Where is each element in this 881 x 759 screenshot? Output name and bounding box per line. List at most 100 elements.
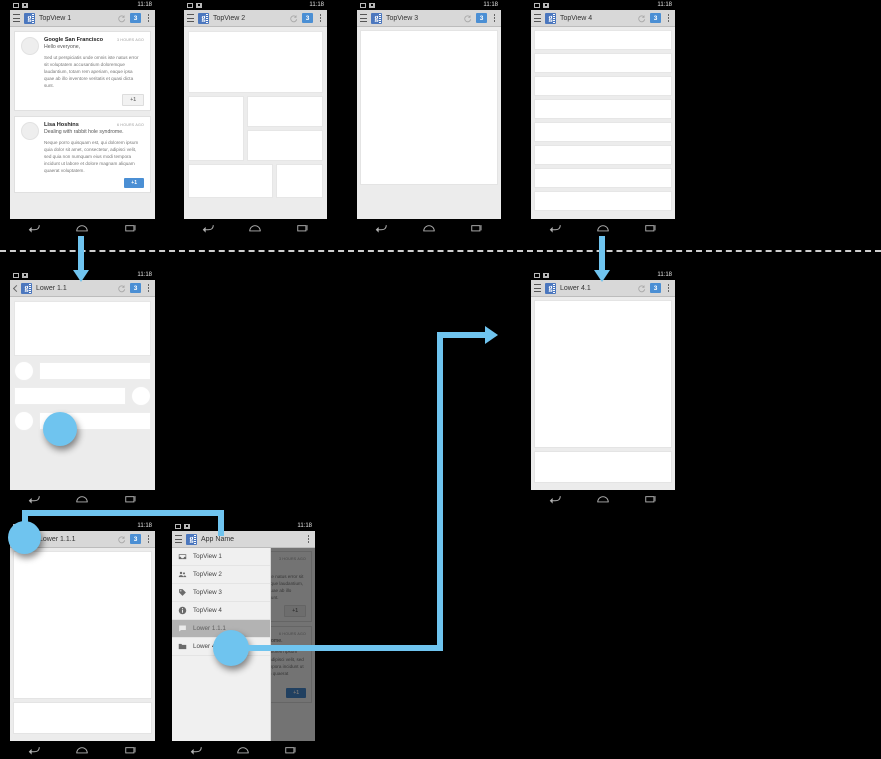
- grid-tile[interactable]: [188, 164, 273, 198]
- screenshot-icon: [196, 2, 202, 8]
- list-row[interactable]: [534, 76, 672, 96]
- list-item[interactable]: [14, 361, 151, 381]
- home-icon[interactable]: [75, 494, 89, 504]
- back-icon[interactable]: [201, 223, 215, 233]
- list-row[interactable]: [534, 122, 672, 142]
- overflow-menu-icon[interactable]: [665, 283, 672, 294]
- back-icon[interactable]: [548, 223, 562, 233]
- screen-topview2: [184, 27, 327, 219]
- content-sheet[interactable]: [360, 30, 498, 185]
- hamburger-icon[interactable]: [534, 14, 541, 22]
- overflow-menu-icon[interactable]: [145, 13, 152, 24]
- list-row[interactable]: [534, 30, 672, 50]
- hamburger-icon[interactable]: [13, 14, 20, 22]
- list-row[interactable]: [534, 99, 672, 119]
- plus-one-button[interactable]: +1: [122, 93, 144, 106]
- list-item-content: [14, 387, 126, 405]
- refresh-icon[interactable]: [117, 535, 126, 544]
- home-icon[interactable]: [236, 745, 250, 755]
- overflow-menu-icon[interactable]: [305, 534, 312, 545]
- recents-icon[interactable]: [124, 494, 138, 504]
- refresh-icon[interactable]: [289, 14, 298, 23]
- drawer-item-topview1[interactable]: TopView 1: [172, 548, 270, 566]
- sd-card-icon: [534, 2, 540, 8]
- hamburger-icon[interactable]: [175, 535, 182, 543]
- count-badge[interactable]: 3: [302, 13, 313, 23]
- recents-icon[interactable]: [296, 223, 310, 233]
- status-bar: 11:18: [184, 0, 327, 10]
- recents-icon[interactable]: [644, 494, 658, 504]
- footer-sheet[interactable]: [13, 702, 152, 734]
- list-row[interactable]: [534, 145, 672, 165]
- home-icon[interactable]: [596, 223, 610, 233]
- hamburger-icon[interactable]: [187, 14, 194, 22]
- back-icon[interactable]: [374, 223, 388, 233]
- count-badge[interactable]: 3: [130, 534, 141, 544]
- grid-tile[interactable]: [247, 96, 323, 127]
- refresh-icon[interactable]: [637, 14, 646, 23]
- tap-indicator: [43, 412, 77, 446]
- back-icon[interactable]: [548, 494, 562, 504]
- grid-tile[interactable]: [188, 31, 323, 93]
- count-badge[interactable]: 3: [476, 13, 487, 23]
- drawer-item-topview3[interactable]: TopView 3: [172, 584, 270, 602]
- home-icon[interactable]: [422, 223, 436, 233]
- back-icon[interactable]: [27, 223, 41, 233]
- count-badge[interactable]: 3: [650, 13, 661, 23]
- refresh-icon[interactable]: [117, 284, 126, 293]
- content-sheet[interactable]: [534, 300, 672, 448]
- overflow-menu-icon[interactable]: [145, 283, 152, 294]
- refresh-icon[interactable]: [117, 14, 126, 23]
- recents-icon[interactable]: [124, 223, 138, 233]
- home-icon[interactable]: [248, 223, 262, 233]
- count-badge[interactable]: 3: [130, 283, 141, 293]
- grid-tile[interactable]: [247, 130, 323, 161]
- recents-icon[interactable]: [470, 223, 484, 233]
- home-icon[interactable]: [596, 494, 610, 504]
- mixed-list: [10, 297, 155, 435]
- plus-one-button[interactable]: +1: [124, 178, 144, 189]
- home-icon[interactable]: [75, 223, 89, 233]
- hero-panel[interactable]: [14, 301, 151, 356]
- post-card[interactable]: Lisa Hoshins 6 HOURS AGO Dealing with ra…: [14, 115, 151, 194]
- status-bar-clock: 11:18: [137, 2, 152, 8]
- phone-topview1: 11:18 g TopView 1 3 Google San Francisco: [10, 0, 155, 237]
- status-bar-icons: [534, 272, 549, 278]
- action-bar-title: TopView 4: [560, 14, 593, 22]
- back-icon[interactable]: [189, 745, 203, 755]
- post-card[interactable]: Google San Francisco 3 HOURS AGO Hello e…: [14, 31, 151, 111]
- refresh-icon[interactable]: [637, 284, 646, 293]
- overflow-menu-icon[interactable]: [145, 534, 152, 545]
- grid-tile[interactable]: [276, 164, 323, 198]
- back-arrow-icon[interactable]: [13, 284, 17, 292]
- content-sheet[interactable]: [13, 551, 152, 699]
- list-item[interactable]: [14, 386, 151, 406]
- list-item[interactable]: [14, 411, 151, 431]
- overflow-menu-icon[interactable]: [317, 13, 324, 24]
- back-icon[interactable]: [27, 494, 41, 504]
- overflow-menu-icon[interactable]: [665, 13, 672, 24]
- phone-topview4: 11:18 g TopView 4 3: [531, 0, 675, 237]
- list-row[interactable]: [534, 168, 672, 188]
- back-icon[interactable]: [27, 745, 41, 755]
- status-bar-icons: [13, 2, 28, 8]
- list-row[interactable]: [534, 191, 672, 211]
- hamburger-icon[interactable]: [534, 284, 541, 292]
- count-badge[interactable]: 3: [130, 13, 141, 23]
- drawer-item-topview2[interactable]: TopView 2: [172, 566, 270, 584]
- hamburger-icon[interactable]: [360, 14, 367, 22]
- refresh-icon[interactable]: [463, 14, 472, 23]
- action-bar-title: Lower 1.1.1: [39, 535, 76, 543]
- drawer-item-topview4[interactable]: TopView 4: [172, 602, 270, 620]
- system-navigation-bar: [10, 490, 155, 508]
- count-badge[interactable]: 3: [650, 283, 661, 293]
- overflow-menu-icon[interactable]: [491, 13, 498, 24]
- recents-icon[interactable]: [124, 745, 138, 755]
- list-row[interactable]: [534, 53, 672, 73]
- home-icon[interactable]: [75, 745, 89, 755]
- recents-icon[interactable]: [284, 745, 298, 755]
- recents-icon[interactable]: [644, 223, 658, 233]
- list-item-content: [39, 362, 151, 380]
- footer-sheet[interactable]: [534, 451, 672, 483]
- grid-tile[interactable]: [188, 96, 244, 161]
